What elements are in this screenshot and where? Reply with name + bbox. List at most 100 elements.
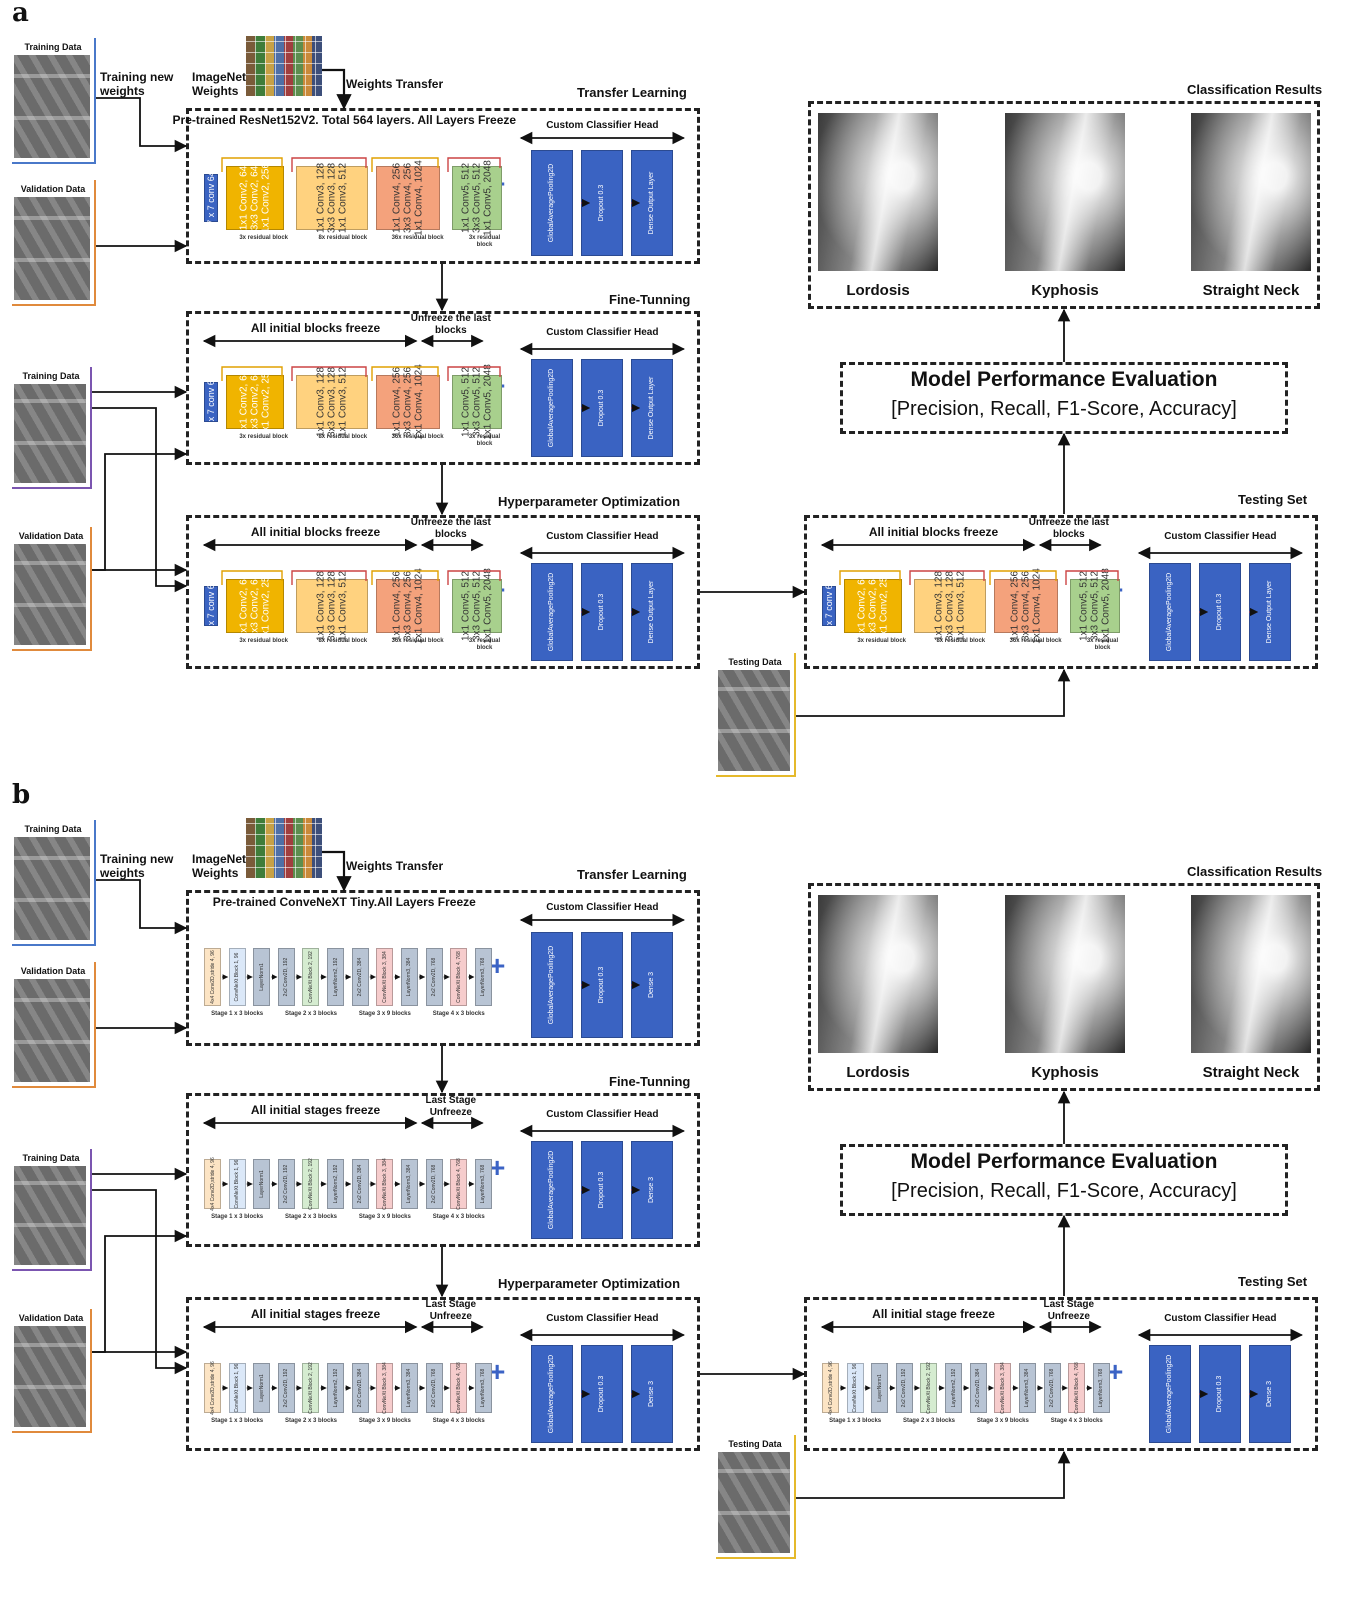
panel-b-class-label-3: Straight Neck [1202,1064,1300,1081]
panel-b-fine-tuning-head-label: Custom Classifier Head [546,1109,659,1120]
panel-b-transfer-learning-block-3: LayerNorm1 [253,948,271,1006]
skip-connection [447,157,501,172]
skip-connection [1065,570,1119,585]
panel-b-fine-tuning-block-7: 2x2 Conv2D, 384 [351,1159,369,1209]
panel-b-testing-set-stage-label-2: Stage 2 x 3 blocks [902,1418,955,1424]
panel-b-evaluation-metrics: [Precision, Recall, F1-Score, Accuracy] [891,1180,1237,1202]
panel-a-fine-tuning-box [186,311,700,465]
panel-a-testing-set-block-label-2: 8x residual block [936,638,986,644]
panel-b-testing-set-stage-label-4: Stage 4 x 3 blocks [1050,1418,1103,1424]
panel-a-class-label-1: Lordosis [846,282,910,299]
panel-b-fine-tuning-plus-icon: + [488,1152,506,1183]
panel-b-transfer-learning-block-12: LayerNorm3, 768 [474,948,492,1006]
panel-a-transfer-learning-block-label-1: 3x residual block [239,235,289,241]
data-card-label: Training Data [24,42,82,52]
panel-a-hyperparameter-label: Hyperparameter Optimization [498,494,681,509]
panel-b-transfer-learning-label: Transfer Learning [577,867,687,882]
panel-b-testing-set-box [804,1297,1318,1451]
panel-b-fine-tuning-block-8: ConvNeXt Block 3, 384 [376,1158,394,1210]
panel-b-hyperparameter-stage-label-4: Stage 4 x 3 blocks [432,1418,485,1424]
panel-a-imagenet-label: ImageNet Weights [192,70,247,98]
training-to-ho [92,407,188,593]
skip-connection [371,570,439,585]
skip-connection [909,570,985,585]
panel-b-xray-2 [1005,895,1125,1053]
panel-b-transfer-learning-stage-label-3: Stage 3 x 9 blocks [358,1011,411,1017]
panel-a-hyperparameter-block-label-2: 8x residual block [318,638,368,644]
panel-b-testing-set-block-1: 4x4 Conv2D,stride 4, 96 [822,1361,839,1415]
panel-b-training-new-label: Training new weights [100,852,174,880]
skip-connection [839,570,901,585]
panel-b-testing-set-block-6: LayerNorm2, 192 [945,1363,963,1413]
panel-a-validation-data-2: Validation Data [12,527,92,651]
panel-b-testing-set-block-5: ConvNeXt Block 2, 192 [920,1362,938,1414]
panel-b-hyperparameter-stage-label-3: Stage 3 x 9 blocks [358,1418,411,1424]
panel-a-transfer-learning-block-label-3: 36x residual block [391,235,444,241]
panel-b-fine-tuning-stage-label-3: Stage 3 x 9 blocks [358,1214,411,1220]
panel-a-fine-tuning-block-label-4: 3x residual block [468,434,501,447]
panel-a-transfer-learning-block-1: 7 x 7 conv 64 [204,171,218,225]
panel-b-hyperparameter-block-9: LayerNorm3, 384 [400,1363,418,1413]
panel-a-transfer-learning-head-label: Custom Classifier Head [546,120,659,131]
data-card-label: Testing Data [728,1439,782,1449]
panel-a-fine-tuning-label: Fine-Tunning [609,292,691,307]
xray-thumbnail [718,670,790,771]
panel-a-testing-data: Testing Data [716,653,796,777]
panel-b-hyperparameter-block-10: 2x2 Conv2D, 768 [425,1363,443,1413]
panel-b-fine-tuning-stage-label-1: Stage 1 x 3 blocks [211,1214,264,1220]
panel-b-validation-data-2: Validation Data [12,1309,92,1433]
xray-thumbnail [14,1166,86,1265]
panel-b-validation-data-1: Validation Data [12,962,96,1088]
panel-b-hyperparameter-block-6: LayerNorm2, 192 [327,1363,345,1413]
panel-a-testing-set-block-label-3: 36x residual block [1009,638,1062,644]
panel-a-testing-set-block-1: 7 x 7 conv 64 [822,579,836,633]
panel-a-transfer-learning-box [186,108,700,264]
skip-connection [371,366,439,381]
xray-thumbnail [14,197,90,300]
panel-b-classification-results-label: Classification Results [1187,864,1323,879]
panel-b-fine-tuning-label: Fine-Tunning [609,1074,691,1089]
skip-connection [447,570,501,585]
panel-b-fine-tuning-block-1: 4x4 Conv2D,stride 4, 96 [204,1157,221,1211]
skip-connection [291,157,367,172]
panel-a-fine-tuning-block-label-2: 8x residual block [318,434,368,440]
panel-b-xray-1 [818,895,938,1053]
imagenet-to-tl-arrow [322,68,352,110]
panel-a-evaluation-box [840,362,1288,434]
panel-a-transfer-learning-head-layer-1: GlobalAveragePooling2D [531,150,574,256]
skip-connection [371,157,439,172]
panel-b-transfer-learning-box [186,890,700,1046]
panel-b-testing-set-block-2: ConvNeXt Block 1, 96 [846,1363,864,1413]
panel-b-testing-set-block-9: LayerNorm3, 384 [1018,1363,1036,1413]
data-card-label: Validation Data [18,531,84,541]
data-card-label: Validation Data [20,966,86,976]
panel-b-transfer-learning-stage-label-2: Stage 2 x 3 blocks [284,1011,337,1017]
panel-b-weights-transfer-label: Weights Transfer [346,859,444,873]
skip-connection [221,570,283,585]
panel-b-fine-tuning-block-11: ConvNeXt Block 4, 768 [450,1158,468,1210]
xray-thumbnail [14,979,90,1082]
panel-b-transfer-learning-plus-icon: + [488,950,506,981]
panel-b-testing-set-block-4: 2x2 Conv2D, 192 [895,1363,913,1413]
panel-b-hyperparameter-unfreeze-label: Last Stage Unfreeze [425,1299,477,1322]
validation-to-ft [92,447,188,571]
panel-a-training-data-2: Training Data [12,367,92,489]
panel-a-fine-tuning-block-label-3: 36x residual block [391,434,444,440]
panel-b-testing-data: Testing Data [716,1435,796,1559]
panel-b-training-data-1: Training Data [12,820,96,946]
panel-a-fine-tuning-freeze-label: All initial blocks freeze [250,321,381,335]
panel-b-class-label-2: Kyphosis [1031,1064,1099,1081]
panel-b-hyperparameter-label: Hyperparameter Optimization [498,1276,681,1291]
xray-thumbnail [718,1452,790,1553]
panel-b-testing-set-head-label: Custom Classifier Head [1164,1313,1277,1324]
training-to-tl [96,879,188,935]
panel-a-hyperparameter-block-label-4: 3x residual block [468,638,501,651]
panel-b-transfer-learning-head-layer-1: GlobalAveragePooling2D [531,932,574,1038]
